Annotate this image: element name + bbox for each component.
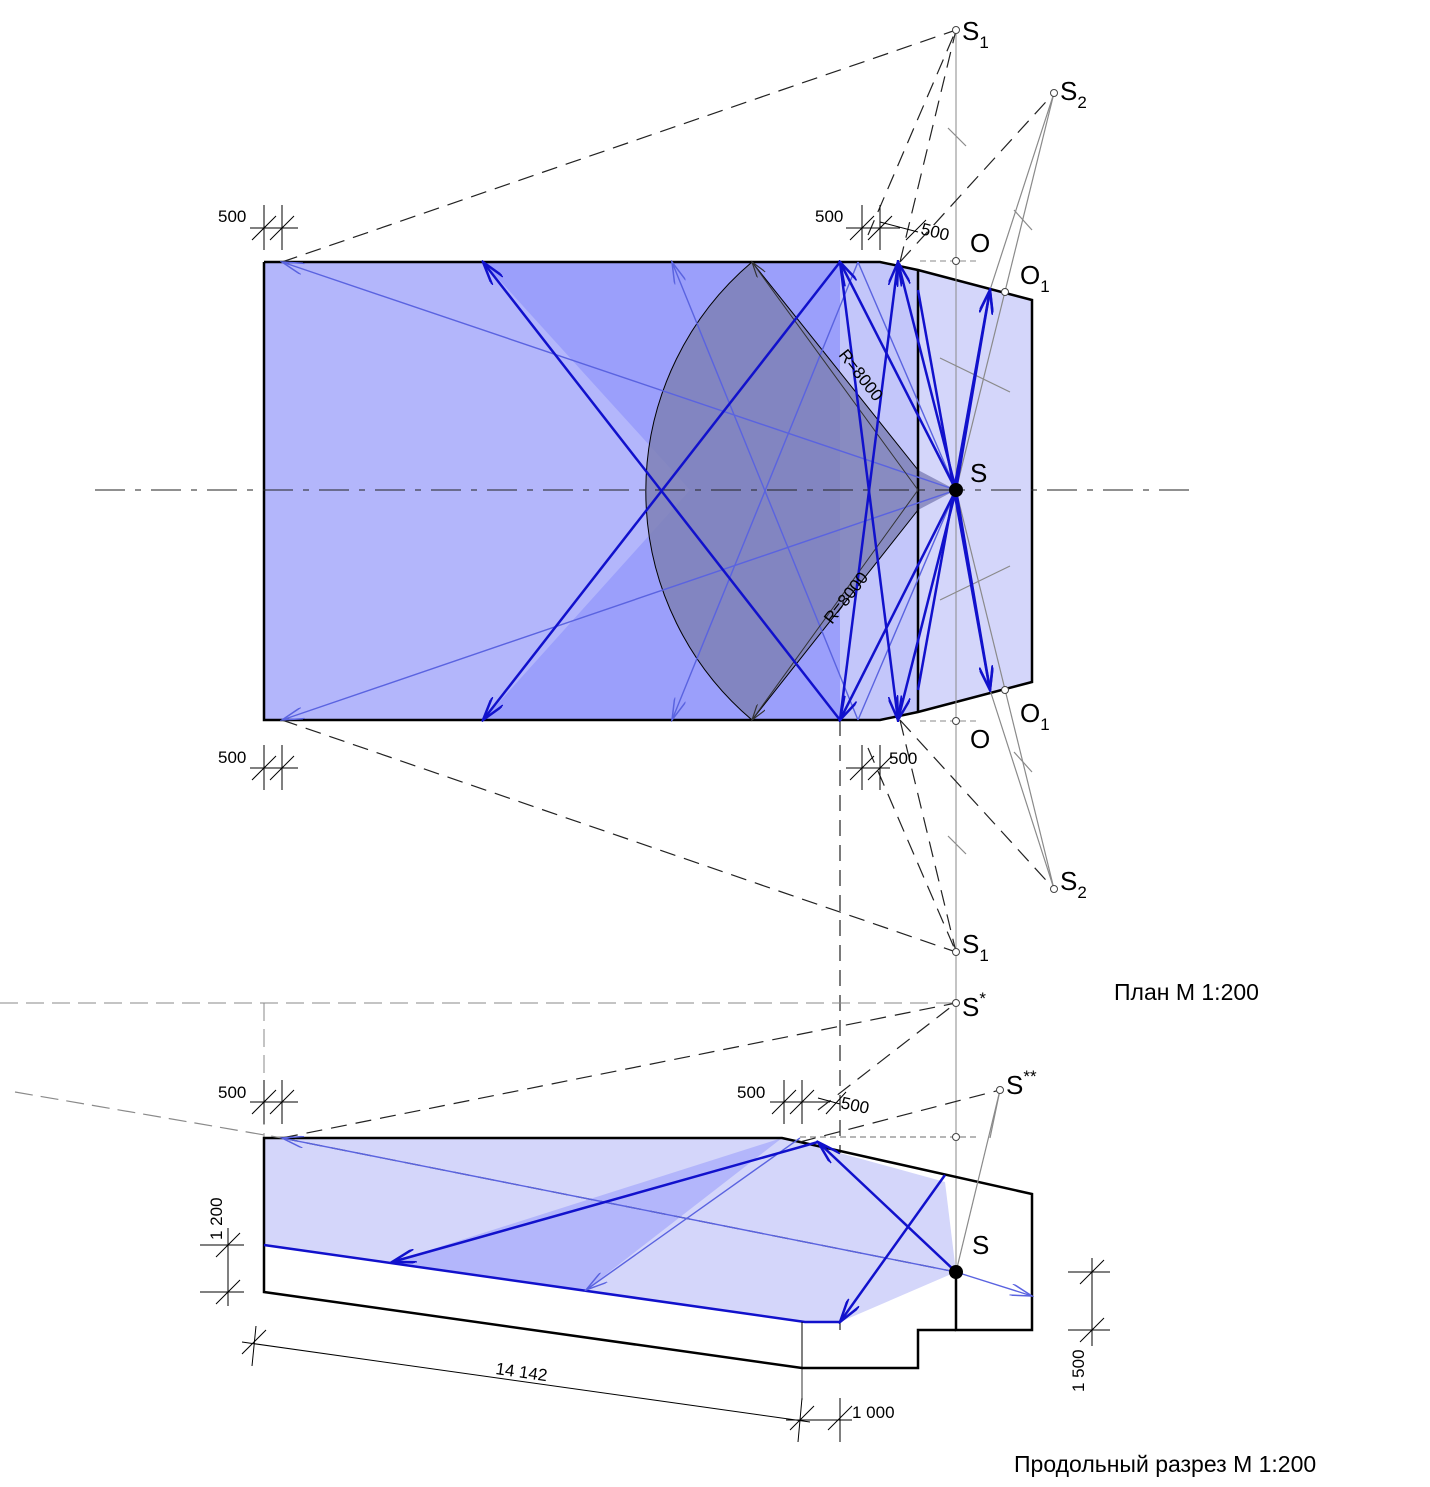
- label-s-section: S: [972, 1230, 989, 1260]
- label-s2-top: S2: [1060, 76, 1087, 112]
- section-reference-points: [952, 999, 1004, 1141]
- dim-plan-left-top: 500: [218, 207, 246, 226]
- dim-sec-height-left: 1 200: [207, 1197, 226, 1240]
- label-s-double-star: S**: [1006, 1067, 1037, 1100]
- dim-plan-right-top-a: 500: [815, 207, 843, 226]
- label-o1-top: O1: [1020, 260, 1050, 296]
- label-s-plan: S: [970, 458, 987, 488]
- section-view: S* S** S 500 500 500 1 200 14 142 1 000 …: [0, 989, 1110, 1443]
- plan-lens-rays: [752, 262, 919, 720]
- plan-source-point: [949, 483, 963, 497]
- label-s1-top: S1: [962, 16, 989, 52]
- plan-dimension-ticks: [250, 205, 927, 790]
- section-dimension-ticks: [200, 1080, 1110, 1443]
- dim-sec-left-top: 500: [218, 1083, 246, 1102]
- dim-plan-left-bottom: 500: [218, 748, 246, 767]
- dim-sec-step: 1 000: [852, 1403, 895, 1422]
- section-source-point: [949, 1265, 963, 1279]
- section-ceiling-outline: [262, 1136, 1034, 1332]
- caption-section: Продольный разрез М 1:200: [1014, 1451, 1316, 1477]
- plan-light-rays: [282, 262, 957, 720]
- dim-sec-right-top-a: 500: [737, 1083, 765, 1102]
- section-reflection-zone: [392, 1138, 782, 1290]
- label-s1-bottom: S1: [962, 929, 989, 965]
- dim-sec-height-right: 1 500: [1069, 1349, 1088, 1392]
- dim-sec-length: 14 142: [494, 1359, 548, 1385]
- plan-view: S1 S2 O O1 S O1 O S2 S1 500 500 500 500 …: [95, 16, 1195, 1330]
- label-s-star: S*: [962, 989, 986, 1022]
- section-stage-floor: [263, 1243, 840, 1324]
- label-s2-bottom: S2: [1060, 866, 1087, 902]
- dim-sec-right-top-b: 500: [839, 1093, 871, 1117]
- plan-strong-rays: [483, 262, 990, 720]
- section-floor-outline: [262, 1245, 956, 1370]
- dim-plan-right-bottom: 500: [889, 749, 917, 768]
- plan-reference-points: [952, 26, 1058, 956]
- label-o-top: O: [970, 228, 990, 258]
- label-o1-bottom: O1: [1020, 698, 1050, 734]
- dim-plan-right-top-b: 500: [919, 219, 951, 244]
- caption-plan: План М 1:200: [1114, 979, 1259, 1005]
- plan-stage-fill: [918, 270, 1032, 712]
- label-o-bottom: O: [970, 724, 990, 754]
- section-light-rays: [282, 1138, 1032, 1296]
- section-strong-rays: [392, 1142, 957, 1322]
- section-gray-construction: [14, 1089, 1001, 1273]
